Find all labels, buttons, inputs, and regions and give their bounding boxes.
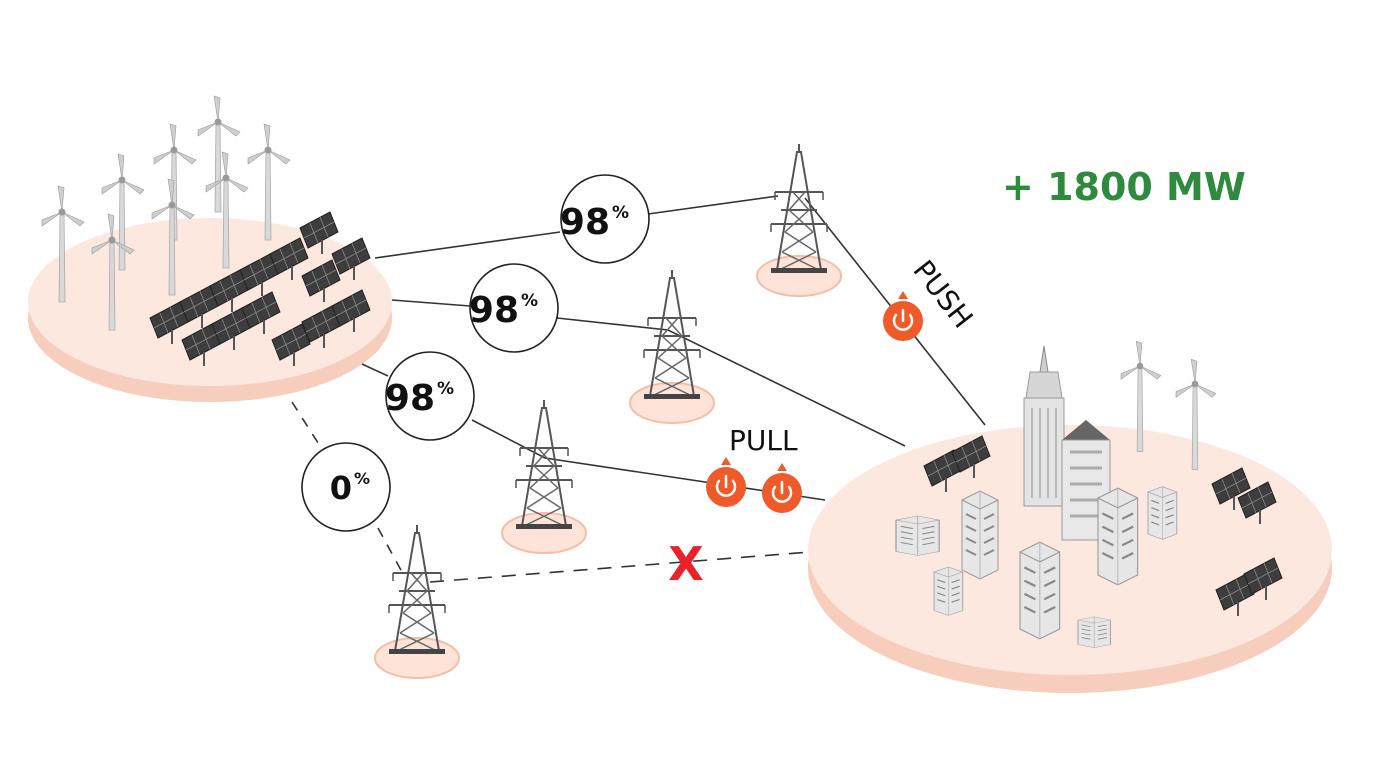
pylon-base bbox=[629, 382, 715, 424]
power-switch-icon bbox=[706, 457, 746, 507]
capacity-label: + 1800 MW bbox=[1002, 165, 1246, 209]
line-4c bbox=[429, 551, 811, 583]
pylon-base bbox=[501, 512, 587, 554]
efficiency-badge: 98 % bbox=[560, 174, 650, 264]
line-4b bbox=[377, 527, 403, 573]
transmission-tower-icon bbox=[770, 143, 828, 274]
power-switch-icon bbox=[762, 463, 802, 513]
efficiency-unit: % bbox=[437, 379, 454, 399]
efficiency-value: 98 bbox=[385, 378, 435, 419]
building-icon bbox=[894, 514, 941, 557]
line-3a bbox=[361, 363, 389, 377]
power-switch-icon bbox=[883, 291, 923, 341]
transmission-tower-icon bbox=[515, 399, 573, 530]
pylon-base bbox=[374, 637, 460, 679]
skyscraper-icon bbox=[1023, 345, 1065, 507]
building-icon bbox=[961, 490, 999, 580]
pylon-base bbox=[756, 255, 842, 297]
line-2a bbox=[391, 299, 471, 307]
building-icon bbox=[1077, 615, 1112, 649]
efficiency-value: 98 bbox=[469, 290, 519, 331]
efficiency-unit: % bbox=[354, 469, 370, 488]
efficiency-badge: 98 % bbox=[385, 351, 475, 441]
building-icon bbox=[1147, 485, 1178, 541]
efficiency-unit: % bbox=[521, 291, 538, 311]
efficiency-value: 0 bbox=[330, 469, 352, 507]
efficiency-value: 98 bbox=[560, 202, 610, 243]
transmission-tower-icon bbox=[388, 524, 446, 655]
line-1a bbox=[374, 231, 561, 259]
efficiency-badge: 98 % bbox=[469, 263, 559, 353]
transmission-tower-icon bbox=[643, 269, 701, 400]
line-4a bbox=[291, 401, 321, 447]
wind-turbine-icon bbox=[197, 95, 241, 213]
building-icon bbox=[1018, 540, 1061, 641]
efficiency-unit: % bbox=[612, 203, 629, 223]
efficiency-badge: 0 % bbox=[301, 442, 391, 532]
pull-label: PULL bbox=[729, 424, 798, 457]
line-1b bbox=[647, 195, 779, 215]
failure-mark: X bbox=[668, 537, 703, 591]
building-icon bbox=[933, 566, 964, 617]
building-icon bbox=[1096, 487, 1139, 587]
city bbox=[894, 340, 1283, 649]
